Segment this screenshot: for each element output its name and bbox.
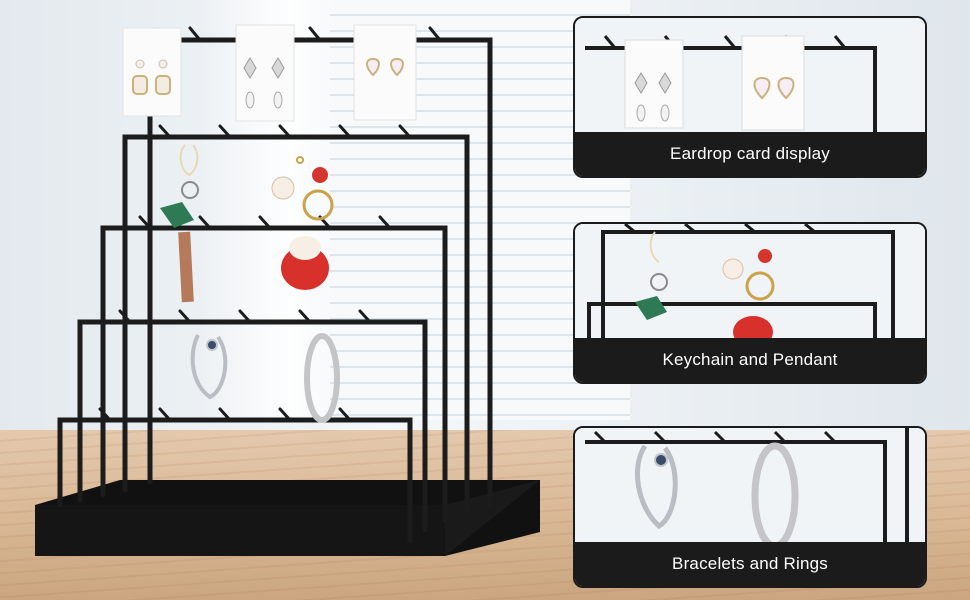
tier-5-frame <box>57 417 413 543</box>
bracelet-snake <box>190 334 228 400</box>
jewelry-stand <box>35 24 540 556</box>
eardrop-card-closeup <box>575 18 925 132</box>
detail-panel-eardrop: Eardrop card display <box>573 16 927 178</box>
panel-caption: Eardrop card display <box>575 132 925 176</box>
keychain-lucky-cat <box>271 156 334 290</box>
tier-4-frame <box>77 319 428 533</box>
earring-card-2 <box>235 24 295 122</box>
bracelet-closeup <box>575 428 925 542</box>
keychain-green <box>160 144 199 303</box>
panel-caption: Keychain and Pendant <box>575 338 925 382</box>
tier-3-frame <box>100 225 448 523</box>
tier-2-frame <box>122 134 470 515</box>
panel-caption: Bracelets and Rings <box>575 542 925 586</box>
detail-panel-keychain: Keychain and Pendant <box>573 222 927 384</box>
earring-card-1 <box>122 27 182 117</box>
keychain-closeup <box>575 224 925 338</box>
earring-card-3 <box>353 24 417 121</box>
bracelet-bangle <box>304 333 340 423</box>
detail-panel-bracelets: Bracelets and Rings <box>573 426 927 588</box>
